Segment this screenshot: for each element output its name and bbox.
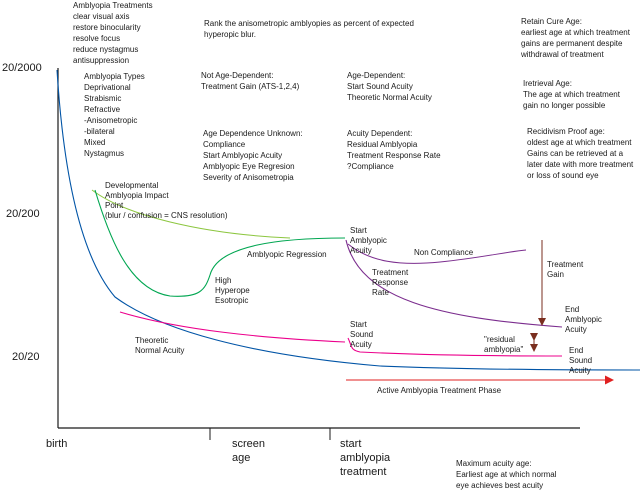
label-active-treatment-phase: Active Amblyopia Treatment Phase xyxy=(377,386,502,395)
x-label-birth: birth xyxy=(46,438,68,450)
y-label-20-200: 20/200 xyxy=(6,208,40,220)
note-iretrieval-age: Iretrieval Age: The age at which treatme… xyxy=(523,79,620,110)
y-label-20-2000: 20/2000 xyxy=(2,62,42,74)
developmental-curve xyxy=(91,189,291,239)
sound-eye-curve xyxy=(119,311,346,343)
label-theoretic-normal-acuity: Theoretic Normal Acuity xyxy=(135,336,185,355)
label-amblyopic-regression: Amblyopic Regression xyxy=(247,250,327,259)
note-amblyopia-types: Amblyopia Types Deprivational Strabismic… xyxy=(84,72,145,158)
sound-eye-treatment-curve xyxy=(347,337,563,357)
label-developmental-impact-point: Developmental Amblyopia Impact Point (bl… xyxy=(105,181,228,220)
label-treatment-gain: Treatment Gain xyxy=(547,260,584,279)
label-end-sound-acuity: End Sound Acuity xyxy=(569,346,593,375)
note-not-age-dependent: Not Age-Dependent: Treatment Gain (ATS-1… xyxy=(201,71,300,91)
label-end-amblyopic-acuity: End Amblyopic Acuity xyxy=(565,305,602,334)
note-acuity-dependent: Acuity Dependent: Residual Amblyopia Tre… xyxy=(347,129,441,171)
label-start-amblyopic-acuity: Start Amblyopic Acuity xyxy=(350,226,387,255)
label-high-hyperope: High Hyperope Esotropic xyxy=(215,276,250,305)
note-age-dependence-unknown: Age Dependence Unknown: Compliance Start… xyxy=(203,129,303,182)
note-retain-cure-age: Retain Cure Age: earliest age at which t… xyxy=(521,17,630,59)
label-residual-amblyopia: "residual amblyopia" xyxy=(484,335,524,354)
note-age-dependent: Age-Dependent: Start Sound Acuity Theore… xyxy=(347,71,432,102)
x-label-screen-age: screen age xyxy=(232,438,266,464)
amblyopic-eye-treatment-curve xyxy=(345,239,563,328)
note-rank: Rank the anisometropic amblyopies as per… xyxy=(204,19,414,39)
non-compliance-curve xyxy=(347,243,527,264)
label-non-compliance: Non Compliance xyxy=(414,248,474,257)
label-start-sound-acuity: Start Sound Acuity xyxy=(350,320,374,349)
note-recidivism-proof-age: Recidivism Proof age: oldest age at whic… xyxy=(527,127,634,180)
y-label-20-20: 20/20 xyxy=(12,351,40,363)
label-treatment-response-rate: Treatment Response Rate xyxy=(372,268,409,297)
amblyopic-regression-curve xyxy=(94,189,346,297)
note-amblyopia-treatments: Amblyopia Treatments clear visual axis r… xyxy=(73,1,153,65)
theoretic-normal-acuity-curve xyxy=(56,69,641,371)
note-maximum-acuity-age: Maximum acuity age: Earliest age at whic… xyxy=(456,459,557,490)
x-label-start-treatment: start amblyopia treatment xyxy=(340,438,391,478)
